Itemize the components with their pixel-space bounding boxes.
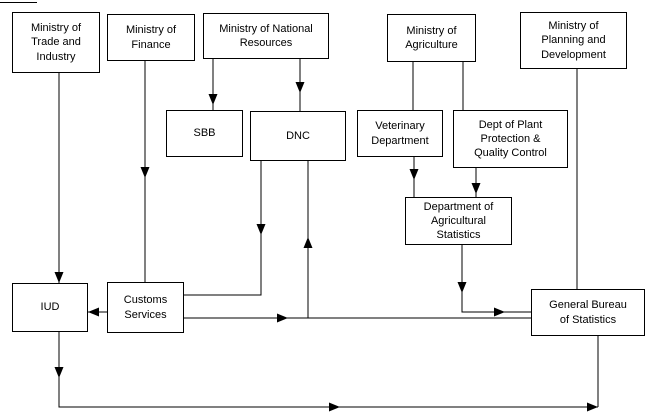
node-ministry-of-agriculture: Ministry of Agriculture: [387, 14, 476, 62]
node-customs-services: Customs Services: [107, 282, 184, 333]
node-dnc: DNC: [250, 111, 346, 161]
edge-trade-to-iud: [54, 73, 64, 283]
edge-natres-to-dnc: [295, 59, 305, 111]
edge-plant-to-agstats: [471, 168, 481, 197]
edge-finance-to-customs: [140, 61, 150, 282]
edge-customs-to-dnc: [303, 161, 313, 318]
node-ministry-of-finance: Ministry of Finance: [107, 14, 195, 61]
edge-customs-to-gbs: [184, 313, 531, 323]
node-veterinary-department: Veterinary Department: [357, 110, 443, 157]
node-sbb: SBB: [166, 110, 243, 157]
node-general-bureau-of-statistics: General Bureau of Statistics: [531, 289, 645, 336]
edge-agstats-to-gbs: [457, 245, 531, 317]
edge-customs-to-iud: [88, 307, 107, 317]
node-ministry-of-planning-and-development: Ministry of Planning and Development: [520, 12, 627, 69]
edge-dnc-to-customs: [184, 161, 266, 296]
edge-natres-to-sbb: [208, 59, 218, 110]
edge-iud-to-gbs: [54, 332, 599, 412]
edge-veterinary-to-agstats: [409, 157, 419, 197]
node-dept-of-plant-protection-quality-control: Dept of Plant Protection & Quality Contr…: [453, 110, 568, 168]
node-iud: IUD: [12, 283, 88, 332]
node-ministry-of-national-resources: Ministry of National Resources: [203, 13, 329, 59]
node-department-of-agricultural-statistics: Department of Agricultural Statistics: [405, 197, 512, 245]
node-ministry-of-trade-and-industry: Ministry of Trade and Industry: [12, 12, 100, 73]
